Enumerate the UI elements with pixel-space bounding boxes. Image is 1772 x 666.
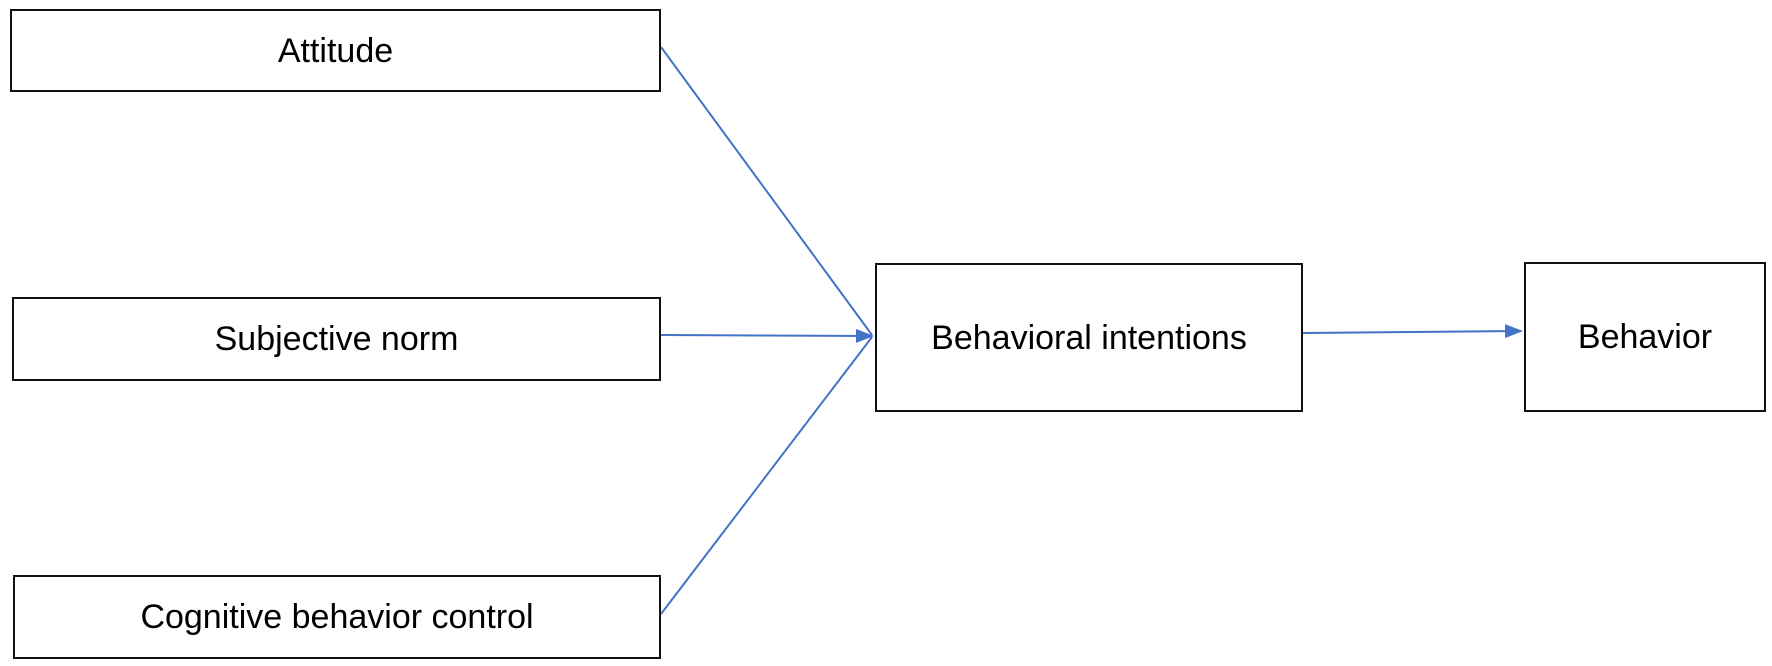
subjective-norm-label: Subjective norm: [214, 320, 459, 358]
cognitive-behavior-control-box: Cognitive behavior control: [13, 575, 661, 659]
behavior-label: Behavior: [1577, 318, 1713, 356]
arrow-subjective-norm-to-intentions: [660, 328, 874, 343]
attitude-label: Attitude: [277, 31, 394, 70]
behavior-box: Behavior: [1524, 262, 1766, 412]
arrow-attitude-to-intentions: [660, 46, 873, 336]
behavioral-intentions-box: Behavioral intentions: [875, 263, 1303, 412]
arrow-intentions-to-behavior: [1302, 324, 1523, 339]
subjective-norm-box: Subjective norm: [12, 297, 661, 381]
cognitive-behavior-control-label: Cognitive behavior control: [140, 598, 534, 636]
attitude-box: Attitude: [10, 9, 661, 92]
arrow-cognitive-control-to-intentions: [660, 336, 873, 615]
behavioral-intentions-label: Behavioral intentions: [931, 318, 1247, 357]
